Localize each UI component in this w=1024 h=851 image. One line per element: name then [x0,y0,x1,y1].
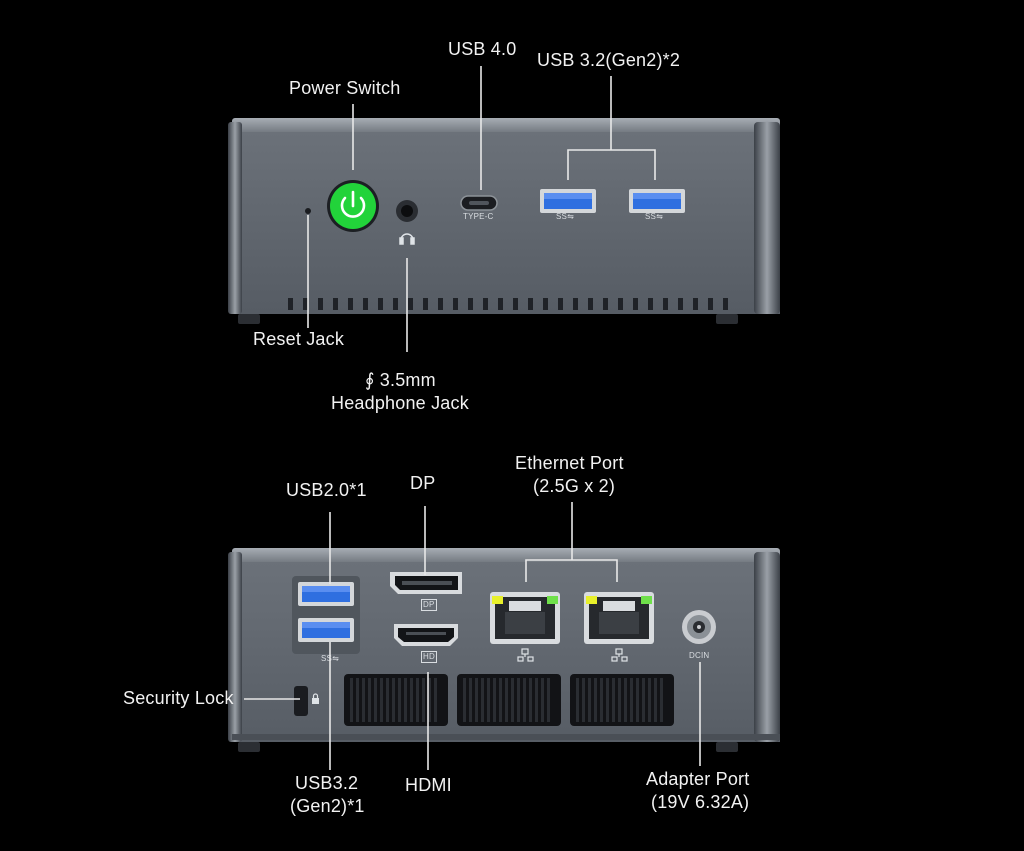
ethernet-label-line2: (2.5G x 2) [533,476,616,496]
usb32-port-2[interactable] [629,189,685,213]
dc-in-port[interactable] [682,610,716,644]
reset-jack-label: Reset Jack [253,329,345,349]
security-lock-label: Security Lock [123,688,234,708]
typec-mark: TYPE-C [463,212,494,221]
hdmi-label: HDMI [405,775,452,795]
front-panel-device [228,118,780,324]
usb20-port[interactable] [298,582,354,606]
usb32-port-1[interactable] [540,189,596,213]
headphone-jack[interactable] [396,200,418,222]
power-switch-label: Power Switch [289,78,401,98]
usb32-rear-label-line1: USB3.2 [295,773,359,793]
rear-panel-device [228,548,780,752]
ss-mark-2: SS⇋ [645,212,663,221]
hdmi-port[interactable] [394,624,458,646]
dp-port[interactable] [390,572,462,594]
ethernet-port-1[interactable] [490,592,560,644]
dp-mark: DP [421,599,437,611]
usb32-rear-label-line2: (Gen2)*1 [290,796,365,816]
reset-jack[interactable] [305,208,311,214]
usb4-label: USB 4.0 [448,39,517,59]
security-lock-slot[interactable] [294,686,308,716]
usb32-rear-port[interactable] [298,618,354,642]
adapter-port-label-line2: (19V 6.32A) [651,792,750,812]
usb4-typec-port[interactable] [460,195,498,211]
usb32-label: USB 3.2(Gen2)*2 [537,50,681,70]
headphone-label-line2: Headphone Jack [331,393,469,413]
headphone-label-line1: ∮ 3.5mm [365,370,436,390]
power-button[interactable] [327,180,379,232]
network-icon [517,648,628,662]
dcin-mark: DCIN [689,651,710,660]
headphone-icon [399,233,415,245]
hdmi-mark: HD [421,651,437,663]
ethernet-port-2[interactable] [584,592,654,644]
usb20-label: USB2.0*1 [286,480,367,500]
power-icon [340,190,366,218]
lock-icon [312,693,319,704]
adapter-port-label-line1: Adapter Port [646,769,750,789]
ethernet-label-line1: Ethernet Port [515,453,624,473]
dp-label: DP [410,473,436,493]
ss-mark-1: SS⇋ [556,212,574,221]
